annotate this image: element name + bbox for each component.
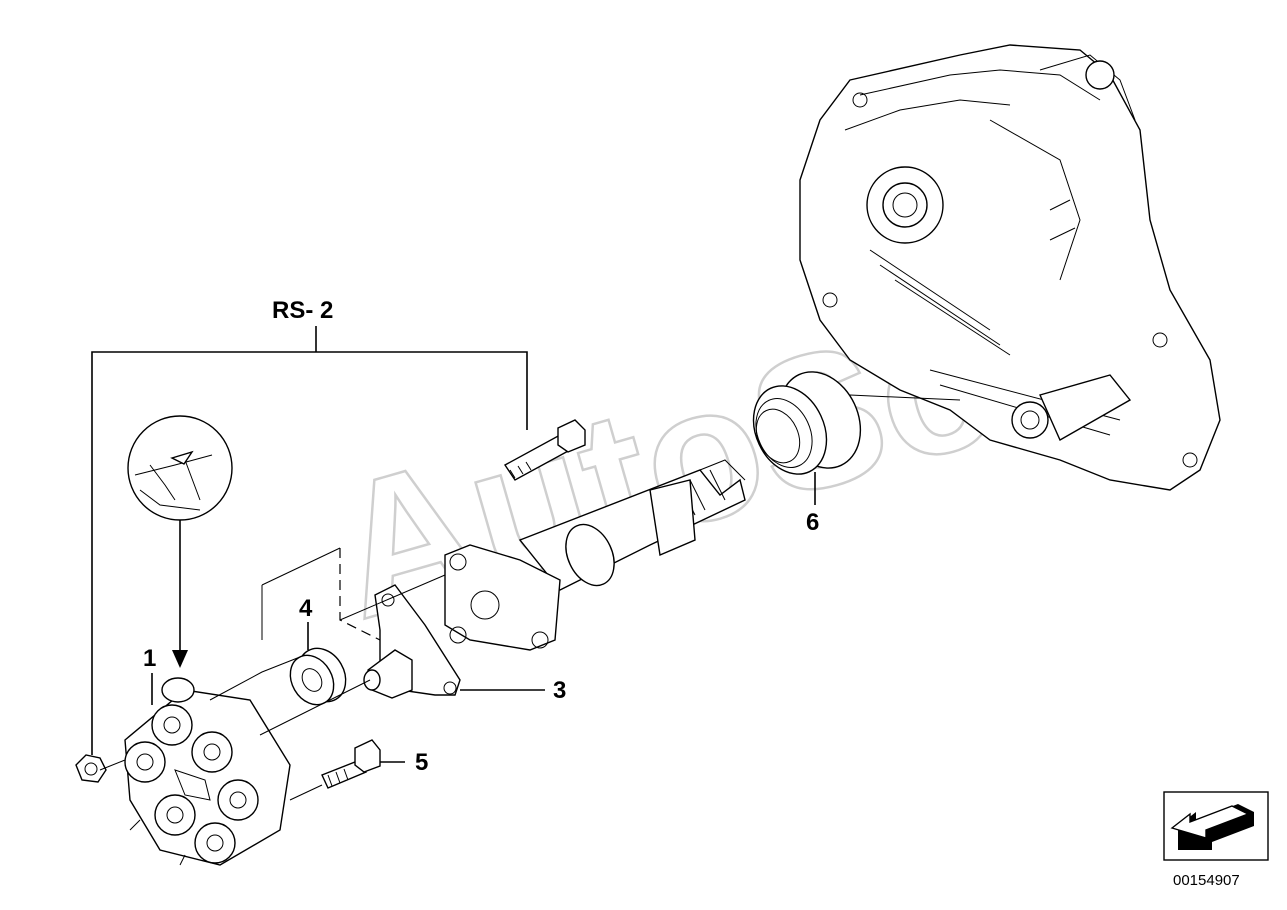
bolt-part-5 [321, 739, 381, 789]
flexible-disc-part-1 [124, 677, 291, 866]
radial-seal-part-6 [752, 371, 862, 475]
callout-part-5: 5 [415, 749, 428, 776]
flange-housing [444, 544, 561, 651]
arrow-head [172, 650, 188, 668]
callout-part-1: 1 [143, 645, 156, 672]
transfer-case-housing [799, 44, 1221, 491]
arrow-down-left-icon[interactable] [1163, 791, 1269, 861]
callout-part-4: 4 [299, 595, 313, 622]
assembly-lines [99, 547, 446, 866]
rs2-bracket [91, 326, 528, 755]
diagram-id: 00154907 [1173, 872, 1240, 889]
callout-rs2: RS- 2 [272, 297, 333, 324]
bolt-upper [503, 419, 586, 481]
callout-part-3: 3 [553, 677, 566, 704]
hex-nut [75, 754, 107, 783]
detail-magnifier [127, 415, 233, 521]
centering-flange-part-3 [363, 584, 461, 699]
callout-part-6: 6 [806, 509, 819, 536]
bushing-part-4 [289, 647, 347, 706]
output-shaft [518, 459, 746, 591]
